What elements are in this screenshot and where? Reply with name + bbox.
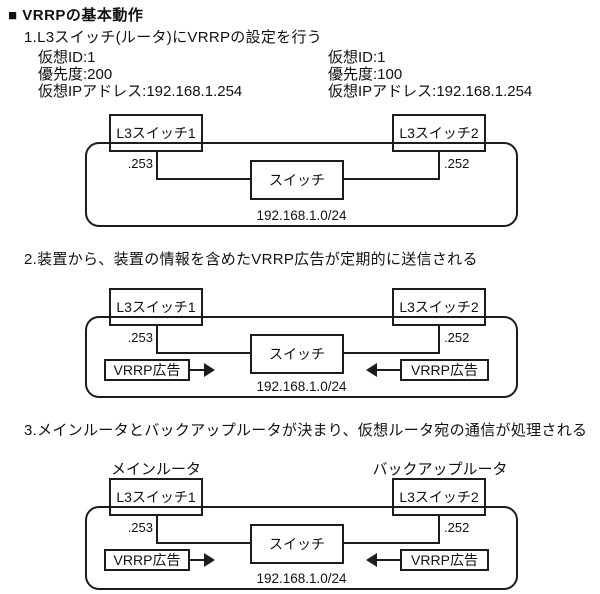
l3-switch2-link-line bbox=[438, 326, 440, 354]
l3-switch1-link-line bbox=[156, 516, 158, 544]
switch-box: スイッチ bbox=[250, 334, 344, 374]
l3-switch1-link-line bbox=[156, 326, 158, 354]
switch-right-link-line bbox=[344, 352, 438, 354]
switch-box: スイッチ bbox=[250, 160, 344, 200]
l3-switch2-link-line bbox=[438, 516, 440, 544]
subnet-label: 192.168.1.0/24 bbox=[256, 208, 347, 223]
l3-switch2-box: L3スイッチ2 bbox=[392, 114, 486, 152]
vrrp-advert-right-box: VRRP広告 bbox=[400, 359, 489, 381]
arrow-left-icon bbox=[366, 553, 377, 567]
vrrp-advert-left-box: VRRP広告 bbox=[104, 359, 190, 381]
switch-right-link-line bbox=[344, 178, 438, 180]
switch-left-link-line bbox=[156, 542, 250, 544]
l3-switch1-box: L3スイッチ1 bbox=[109, 478, 203, 516]
subnet-label: 192.168.1.0/24 bbox=[256, 571, 347, 586]
step-2-heading: 2.装置から、装置の情報を含めたVRRP広告が定期的に送信される bbox=[24, 251, 478, 268]
arrow-right-icon bbox=[204, 363, 215, 377]
subnet-label: 192.168.1.0/24 bbox=[256, 379, 347, 394]
l3-switch1-ip-label: .253 bbox=[127, 330, 153, 345]
advert-right-arrow-shaft bbox=[377, 369, 400, 371]
router2-vrrp-config: 仮想ID:1 優先度:100 仮想IPアドレス:192.168.1.254 bbox=[328, 49, 532, 100]
router1-virtual-id-text: 仮想ID:1 bbox=[38, 49, 96, 66]
switch-left-link-line bbox=[156, 178, 250, 180]
l3-switch1-link-line bbox=[156, 152, 158, 180]
router1-priority-text: 優先度:200 bbox=[38, 66, 113, 83]
backup-router-label: バックアップルータ bbox=[372, 461, 508, 478]
router1-vrrp-config: 仮想ID:1 優先度:200 仮想IPアドレス:192.168.1.254 bbox=[38, 49, 242, 100]
page-title: ■ VRRPの基本動作 bbox=[8, 7, 144, 24]
step-1-heading: 1.L3スイッチ(ルータ)にVRRPの設定を行う bbox=[24, 29, 323, 46]
l3-switch2-ip-label: .252 bbox=[444, 520, 470, 535]
switch-box: スイッチ bbox=[250, 524, 344, 564]
step2-network-diagram-subnet-boundary: L3スイッチ1 L3スイッチ2 スイッチ .253 .252 VRRP広告 VR… bbox=[85, 288, 518, 398]
advert-left-arrow-shaft bbox=[190, 369, 204, 371]
main-router-label: メインルータ bbox=[110, 461, 202, 478]
arrow-right-icon bbox=[204, 553, 215, 567]
l3-switch1-box: L3スイッチ1 bbox=[109, 114, 203, 152]
switch-right-link-line bbox=[344, 542, 438, 544]
l3-switch1-ip-label: .253 bbox=[127, 520, 153, 535]
advert-right-arrow-shaft bbox=[377, 559, 400, 561]
step1-network-diagram-subnet-boundary: L3スイッチ1 L3スイッチ2 スイッチ .253 .252 192.168.1… bbox=[85, 114, 518, 227]
router2-virtual-ip-text: 仮想IPアドレス:192.168.1.254 bbox=[328, 83, 533, 100]
step-3-heading: 3.メインルータとバックアップルータが決まり、仮想ルータ宛の通信が処理される bbox=[24, 422, 588, 439]
l3-switch2-link-line bbox=[438, 152, 440, 180]
l3-switch2-box: L3スイッチ2 bbox=[392, 288, 486, 326]
l3-switch1-box: L3スイッチ1 bbox=[109, 288, 203, 326]
l3-switch1-ip-label: .253 bbox=[127, 156, 153, 171]
advert-left-arrow-shaft bbox=[190, 559, 204, 561]
router1-virtual-ip-text: 仮想IPアドレス:192.168.1.254 bbox=[38, 83, 243, 100]
vrrp-advert-left-box: VRRP広告 bbox=[104, 549, 190, 571]
l3-switch2-box: L3スイッチ2 bbox=[392, 478, 486, 516]
step3-network-diagram-subnet-boundary: メインルータ バックアップルータ L3スイッチ1 L3スイッチ2 スイッチ .2… bbox=[85, 461, 518, 590]
switch-left-link-line bbox=[156, 352, 250, 354]
vrrp-advert-right-box: VRRP広告 bbox=[400, 549, 489, 571]
l3-switch2-ip-label: .252 bbox=[444, 330, 470, 345]
router2-virtual-id-text: 仮想ID:1 bbox=[328, 49, 386, 66]
arrow-left-icon bbox=[366, 363, 377, 377]
router2-priority-text: 優先度:100 bbox=[328, 66, 403, 83]
l3-switch2-ip-label: .252 bbox=[444, 156, 470, 171]
